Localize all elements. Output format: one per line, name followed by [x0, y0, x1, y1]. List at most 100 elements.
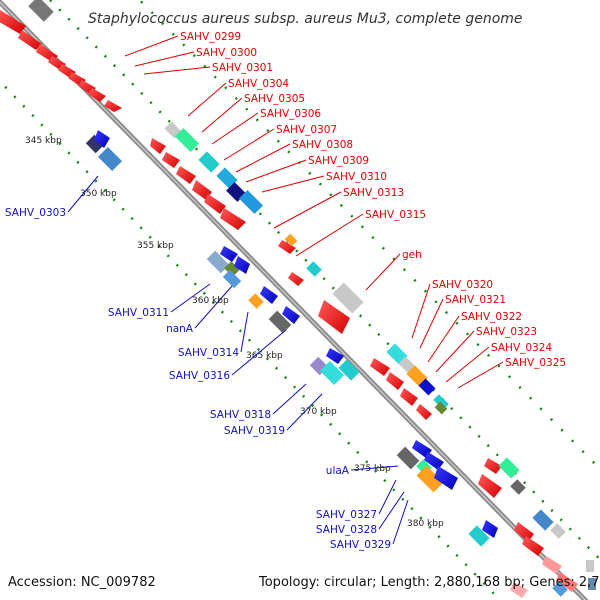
gene-feature[interactable] — [284, 233, 298, 247]
gene-feature[interactable] — [282, 306, 300, 324]
gene-feature[interactable] — [104, 100, 122, 112]
gene-feature[interactable] — [588, 578, 596, 590]
gene-feature[interactable] — [522, 536, 544, 556]
gene-label-forward[interactable]: SAHV_0313 — [343, 187, 404, 199]
gene-label-forward[interactable]: SAHV_0325 — [505, 357, 566, 369]
gene-label-reverse[interactable]: SAHV_0328 — [316, 524, 377, 536]
gene-feature[interactable] — [204, 194, 226, 214]
gene-label-reverse[interactable]: SAHV_0311 — [108, 307, 169, 319]
gene-feature[interactable] — [433, 394, 449, 410]
gene-feature[interactable] — [386, 343, 408, 365]
gene-label-forward[interactable]: SAHV_0299 — [180, 31, 241, 43]
gene-feature[interactable] — [478, 474, 502, 498]
gene-label-forward[interactable]: SAHV_0323 — [476, 326, 537, 338]
gene-label-forward[interactable]: SAHV_0322 — [461, 311, 522, 323]
gene-label-forward[interactable]: SAHV_0308 — [292, 139, 353, 151]
gene-feature[interactable] — [288, 272, 304, 286]
gene-feature[interactable] — [85, 134, 105, 154]
gene-feature[interactable] — [514, 522, 534, 542]
gene-label-reverse[interactable]: SAHV_0319 — [224, 425, 285, 437]
gene-feature[interactable] — [162, 152, 180, 168]
gene-label-forward[interactable]: SAHV_0321 — [445, 294, 506, 306]
gene-feature[interactable] — [176, 166, 196, 184]
gene-feature[interactable] — [318, 300, 350, 334]
label-connector-line — [194, 285, 233, 329]
gene-label-reverse[interactable]: SAHV_0314 — [178, 347, 239, 359]
gene-feature[interactable] — [260, 286, 278, 304]
gene-feature[interactable] — [28, 0, 54, 22]
gene-feature[interactable] — [224, 261, 240, 277]
gene-label-reverse[interactable]: SAHV_0316 — [169, 370, 230, 382]
gene-label-reverse[interactable]: nanA — [166, 323, 194, 335]
gene-feature[interactable] — [386, 372, 404, 390]
gene-feature[interactable] — [150, 138, 166, 154]
gene-feature[interactable] — [248, 293, 264, 309]
gene-feature[interactable] — [97, 146, 123, 172]
gene-feature[interactable] — [222, 269, 242, 289]
gene-feature[interactable] — [434, 401, 448, 415]
gene-feature[interactable] — [192, 180, 212, 200]
gene-feature[interactable] — [326, 348, 344, 364]
gene-feature[interactable] — [552, 581, 568, 597]
gene-feature[interactable] — [424, 452, 444, 470]
gene-feature[interactable] — [88, 88, 106, 102]
gene-feature[interactable] — [586, 560, 594, 572]
gene-label-forward[interactable]: SAHV_0324 — [491, 342, 552, 354]
gene-label-forward[interactable]: SAHV_0309 — [308, 155, 369, 167]
gene-feature[interactable] — [278, 240, 296, 254]
tick-guide-inner — [0, 79, 501, 600]
gene-feature[interactable] — [434, 466, 458, 490]
gene-feature[interactable] — [416, 404, 432, 420]
gene-label-forward[interactable]: SAHV_0306 — [260, 108, 321, 120]
gene-feature[interactable] — [18, 30, 42, 50]
label-connector-line — [286, 393, 323, 431]
gene-feature[interactable] — [510, 582, 528, 598]
gene-label-forward[interactable]: SAHV_0305 — [244, 93, 305, 105]
gene-feature[interactable] — [510, 479, 526, 495]
gene-feature[interactable] — [206, 250, 230, 274]
gene-feature[interactable] — [412, 440, 432, 458]
gene-feature[interactable] — [216, 167, 238, 189]
gene-feature[interactable] — [238, 189, 264, 215]
gene-label-forward[interactable]: SAHV_0304 — [228, 78, 289, 90]
gene-feature[interactable] — [0, 10, 26, 34]
gene-feature[interactable] — [174, 127, 200, 153]
gene-label-reverse[interactable]: SAHV_0303 — [5, 207, 66, 219]
gene-label-forward[interactable]: SAHV_0320 — [432, 279, 493, 291]
gene-feature[interactable] — [498, 457, 520, 479]
gene-feature[interactable] — [484, 458, 502, 474]
gene-label-forward[interactable]: SAHV_0300 — [196, 47, 257, 59]
gene-feature[interactable] — [370, 358, 390, 376]
gene-feature[interactable] — [198, 151, 220, 173]
gene-feature[interactable] — [418, 378, 436, 396]
gene-label-reverse[interactable]: ulaA — [326, 465, 350, 477]
gene-label-reverse[interactable]: SAHV_0318 — [210, 409, 271, 421]
gene-feature[interactable] — [94, 130, 110, 148]
label-connector-line — [211, 112, 259, 145]
gene-feature[interactable] — [406, 365, 428, 387]
gene-feature[interactable] — [220, 246, 238, 262]
gene-label-forward[interactable]: SAHV_0310 — [326, 171, 387, 183]
gene-feature[interactable] — [468, 525, 490, 547]
gene-feature[interactable] — [234, 256, 250, 274]
gene-feature[interactable] — [482, 520, 498, 538]
gene-feature[interactable] — [268, 310, 292, 334]
gene-feature[interactable] — [550, 523, 566, 539]
gene-label-reverse[interactable]: SAHV_0329 — [330, 539, 391, 551]
gene-label-reverse[interactable]: SAHV_0327 — [316, 509, 377, 521]
gene-label-forward[interactable]: geh — [402, 249, 422, 261]
gene-label-forward[interactable]: SAHV_0307 — [276, 124, 337, 136]
gene-feature[interactable] — [220, 208, 246, 230]
gene-feature[interactable] — [400, 388, 418, 406]
gene-feature[interactable] — [532, 509, 554, 531]
gene-feature[interactable] — [542, 556, 562, 574]
gene-label-forward[interactable]: SAHV_0301 — [212, 62, 273, 74]
gene-label-forward[interactable]: SAHV_0315 — [365, 209, 426, 221]
gene-feature[interactable] — [556, 572, 578, 592]
gene-feature[interactable] — [319, 360, 345, 386]
gene-feature[interactable] — [306, 261, 322, 277]
gene-feature[interactable] — [396, 446, 420, 470]
gene-feature[interactable] — [416, 465, 444, 493]
gene-feature[interactable] — [332, 282, 364, 314]
gene-feature[interactable] — [338, 359, 360, 381]
